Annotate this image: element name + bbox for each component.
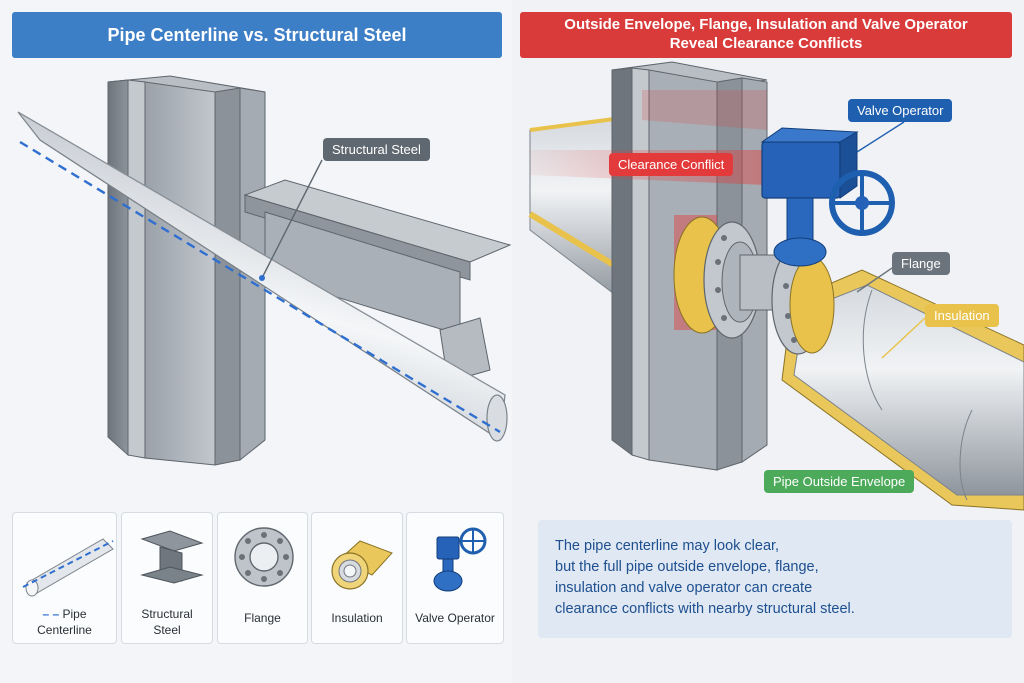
note-line-2: but the full pipe outside envelope, flan… bbox=[555, 559, 819, 575]
valve-operator bbox=[760, 127, 895, 267]
legend-steel-label-1: Structural bbox=[141, 607, 193, 621]
right-title-line-1: Outside Envelope, Flange, Insulation and… bbox=[564, 16, 968, 34]
clearance-conflict-callout: Clearance Conflict bbox=[609, 153, 734, 176]
legend-flange-label: Flange bbox=[244, 611, 281, 625]
legend-flange: Flange bbox=[217, 512, 308, 644]
steel-beam bbox=[243, 179, 512, 383]
pipe-right-section bbox=[781, 269, 1024, 511]
structural-steel-leader bbox=[261, 159, 323, 279]
flange-assembly bbox=[673, 216, 835, 355]
note-line-3: insulation and valve operator can create bbox=[555, 580, 813, 596]
note-line-4: clearance conflicts with nearby structur… bbox=[555, 601, 855, 617]
legend-pipe-centerline: – – Pipe Centerline bbox=[12, 512, 117, 644]
pipe-left-section bbox=[528, 116, 624, 302]
note-line-1: The pipe centerline may look clear, bbox=[555, 538, 780, 554]
flange-leader bbox=[856, 267, 893, 293]
left-illustration bbox=[17, 75, 512, 466]
pipe-centerline bbox=[19, 140, 501, 434]
right-title-banner: Outside Envelope, Flange, Insulation and… bbox=[520, 12, 1012, 58]
conflict-zone-top bbox=[642, 90, 767, 130]
valve-leader bbox=[856, 121, 905, 153]
flange-icon bbox=[234, 527, 294, 587]
valve-operator-icon bbox=[433, 527, 487, 592]
insulation-leader bbox=[881, 317, 926, 359]
valve-operator-callout: Valve Operator bbox=[848, 99, 953, 122]
legend-insulation: Insulation bbox=[311, 512, 403, 644]
flange-callout: Flange bbox=[892, 252, 950, 275]
right-title-line-2: Reveal Clearance Conflicts bbox=[669, 35, 863, 52]
legend-steel-label-2: Steel bbox=[153, 622, 181, 637]
right-panel: Outside Envelope, Flange, Insulation and… bbox=[512, 0, 1024, 683]
pipe-centerline-icon bbox=[22, 538, 114, 597]
pipe-outside-envelope-callout: Pipe Outside Envelope bbox=[764, 470, 915, 493]
legend-structural-steel: Structural Steel bbox=[121, 512, 213, 644]
legend-centerline-label-2: Centerline bbox=[37, 622, 92, 637]
i-beam-icon bbox=[140, 530, 204, 584]
left-panel: Pipe Centerline vs. Structural Steel bbox=[12, 12, 512, 644]
insulation-icon bbox=[331, 540, 393, 590]
legend-centerline-label-1: Pipe bbox=[62, 607, 87, 621]
structural-steel-callout: Structural Steel bbox=[323, 138, 430, 161]
left-title: Pipe Centerline vs. Structural Steel bbox=[107, 24, 407, 45]
left-title-banner: Pipe Centerline vs. Structural Steel bbox=[12, 12, 502, 58]
legend-valve-operator: Valve Operator bbox=[406, 512, 504, 644]
legend-insulation-label: Insulation bbox=[331, 611, 383, 625]
leader-dot bbox=[259, 275, 265, 281]
explanation-note: The pipe centerline may look clear, but … bbox=[538, 520, 1012, 638]
insulation-callout: Insulation bbox=[925, 304, 999, 327]
legend-valve-label: Valve Operator bbox=[415, 611, 495, 625]
